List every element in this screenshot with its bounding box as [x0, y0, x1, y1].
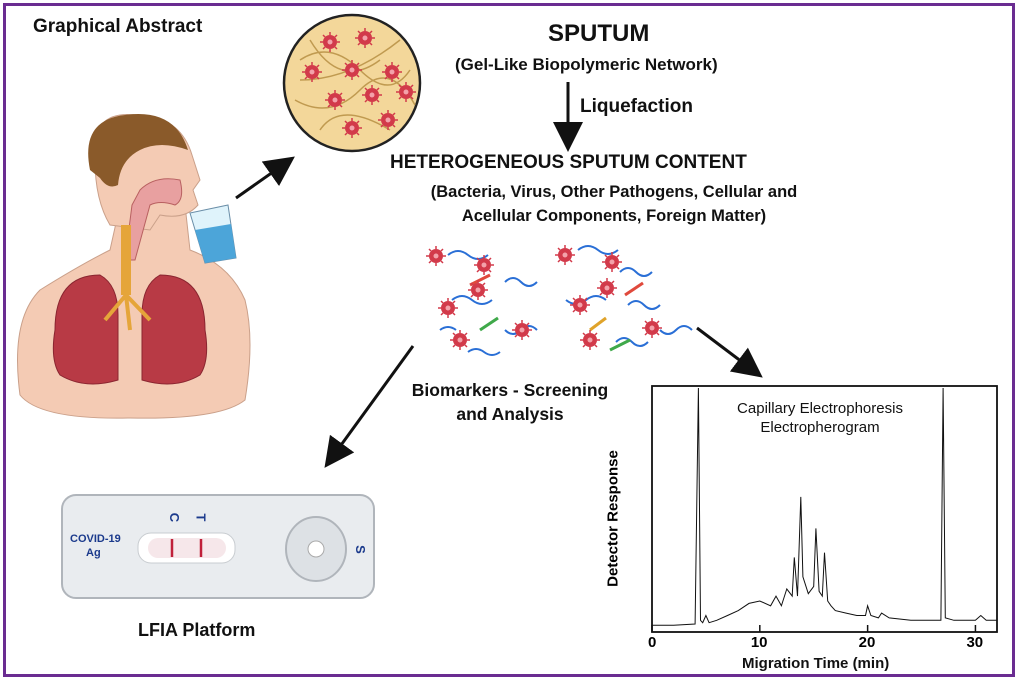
lfia-label: LFIA Platform: [138, 620, 256, 640]
electropherogram-trace: [652, 387, 997, 626]
human-figure-icon: [17, 114, 251, 419]
sputum-network-icon: [282, 13, 422, 153]
chart-title: Capillary Electrophoresis Electropherogr…: [737, 400, 903, 436]
x-tick-label: 10: [750, 634, 768, 651]
electropherogram-chart: [651, 385, 998, 633]
liquefaction-label: Liquefaction: [580, 96, 693, 117]
arrow-to-ce: [696, 326, 763, 378]
cassette-c-label: C: [167, 512, 183, 523]
x-tick-label: 0: [648, 634, 657, 651]
biomarkers-label: Biomarkers - Screening and Analysis: [411, 380, 609, 424]
arrow-to-sputum: [235, 156, 295, 200]
arrow-to-lfia: [324, 345, 415, 468]
cassette-label-line2: Ag: [86, 547, 101, 559]
x-tick-label: 20: [858, 634, 876, 651]
sputum-subtitle: (Gel-Like Biopolymeric Network): [455, 55, 718, 74]
cassette-label-line1: COVID-19: [70, 533, 121, 545]
sputum-title: SPUTUM: [548, 20, 650, 47]
chart-plot-frame: [651, 385, 998, 633]
cup-icon: [189, 204, 237, 264]
heterogeneous-subtitle: (Bacteria, Virus, Other Pathogens, Cellu…: [430, 183, 798, 225]
outer-frame: [3, 3, 1015, 677]
graphical-abstract-title: Graphical Abstract: [33, 16, 203, 37]
liquefied-content-icon: [425, 244, 693, 356]
heterogeneous-title: HETEROGENEOUS SPUTUM CONTENT: [390, 152, 747, 173]
cassette-s-label: S: [352, 545, 368, 554]
chart-x-axis-label: Migration Time (min): [742, 655, 890, 672]
x-tick-label: 30: [966, 634, 984, 651]
cassette-t-label: T: [193, 513, 209, 522]
lfia-cassette-icon: [61, 494, 375, 599]
chart-y-axis-label: Detector Response: [604, 450, 622, 587]
